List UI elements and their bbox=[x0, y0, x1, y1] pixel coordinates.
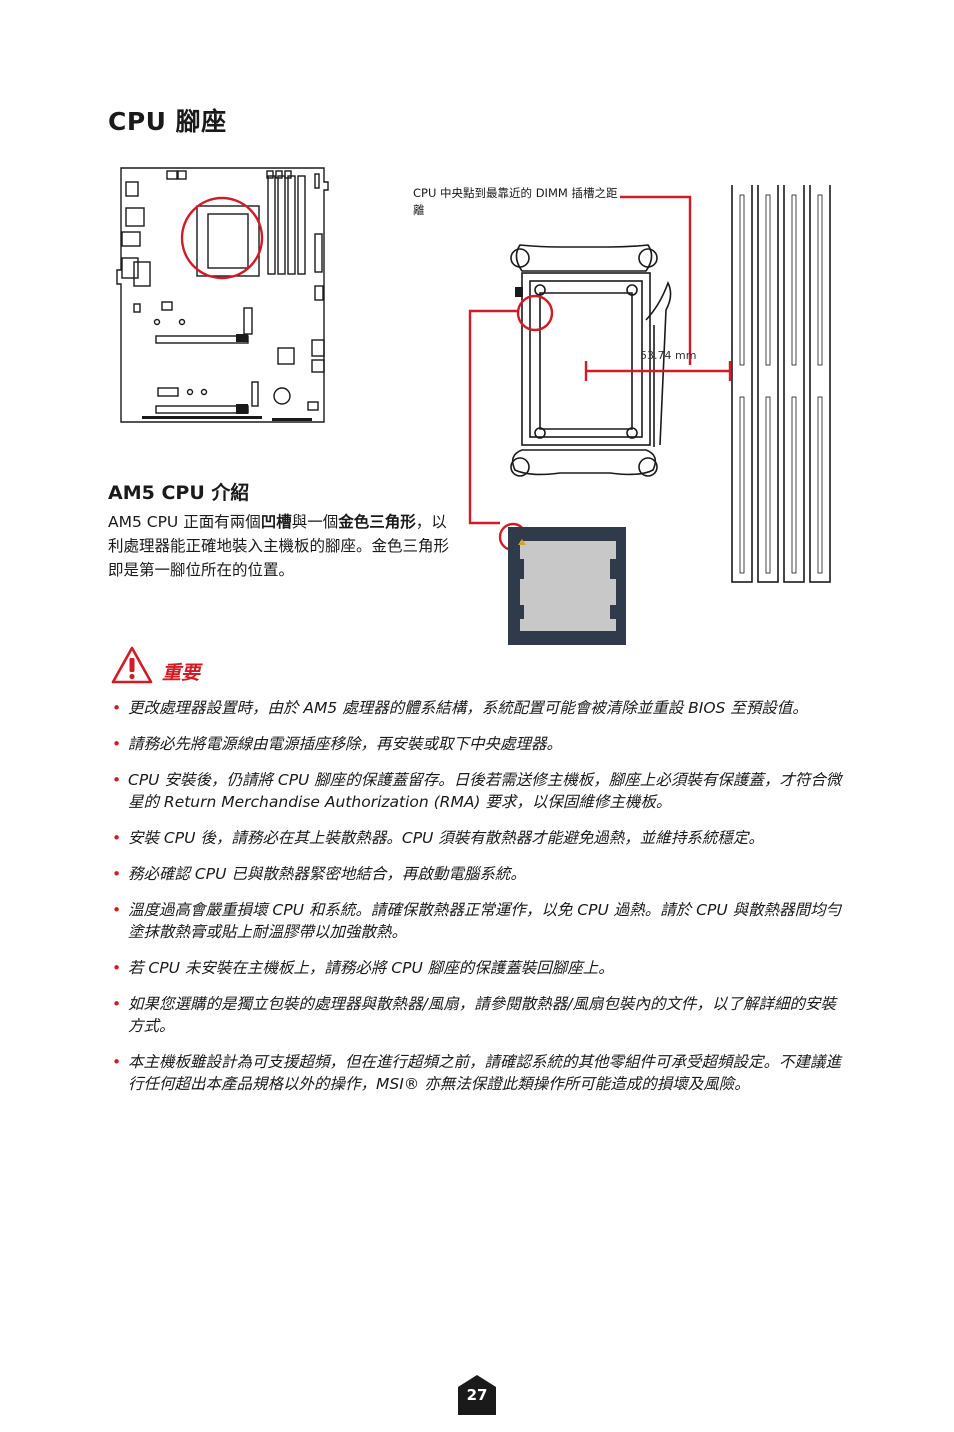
bullet-icon: • bbox=[112, 829, 122, 847]
list-item: • 本主機板雖設計為可支援超頻，但在進行超頻之前，請確認系統的其他零組件可承受超頻… bbox=[108, 1051, 848, 1095]
note-text: 請務必先將電源線由電源插座移除，再安裝或取下中央處理器。 bbox=[128, 735, 563, 753]
bullet-icon: • bbox=[112, 735, 122, 753]
note-text: 本主機板雖設計為可支援超頻，但在進行超頻之前，請確認系統的其他零組件可承受超頻設… bbox=[128, 1053, 842, 1093]
am5-description: AM5 CPU 正面有兩個凹槽與一個金色三角形，以利處理器能正確地裝入主機板的腳… bbox=[108, 510, 453, 582]
note-text: 務必確認 CPU 已與散熱器緊密地結合，再啟動電腦系統。 bbox=[128, 865, 526, 883]
am5-cpu-chip bbox=[508, 527, 626, 645]
bullet-icon: • bbox=[112, 995, 122, 1013]
distance-label: 53.74 mm bbox=[640, 349, 697, 362]
bullet-icon: • bbox=[112, 1053, 122, 1071]
am5-body-text-1: AM5 CPU 正面有兩個 bbox=[108, 513, 261, 531]
important-notes-list: • 更改處理器設置時，由於 AM5 處理器的體系結構，系統配置可能會被清除並重設 … bbox=[108, 697, 848, 1109]
note-text: 若 CPU 未安裝在主機板上，請務必將 CPU 腳座的保護蓋裝回腳座上。 bbox=[128, 959, 614, 977]
list-item: • 安裝 CPU 後，請務必在其上裝散熱器。CPU 須裝有散熱器才能避免過熱，並維… bbox=[108, 827, 848, 849]
dimm-leader-line bbox=[620, 195, 692, 365]
note-text: 安裝 CPU 後，請務必在其上裝散熱器。CPU 須裝有散熱器才能避免過熱，並維持… bbox=[128, 829, 764, 847]
am5-body-bold-triangle: 金色三角形 bbox=[338, 513, 416, 531]
list-item: • 如果您選購的是獨立包裝的處理器與散熱器/風扇，請參閱散熱器/風扇包裝內的文件，… bbox=[108, 993, 848, 1037]
page-title: CPU 腳座 bbox=[108, 107, 227, 136]
bullet-icon: • bbox=[112, 959, 122, 977]
note-text: 如果您選購的是獨立包裝的處理器與散熱器/風扇，請參閱散熱器/風扇包裝內的文件，以… bbox=[128, 995, 836, 1035]
list-item: • 更改處理器設置時，由於 AM5 處理器的體系結構，系統配置可能會被清除並重設 … bbox=[108, 697, 848, 719]
cpu-socket-highlight bbox=[180, 196, 264, 280]
page-number: 27 bbox=[466, 1386, 488, 1404]
list-item: • 請務必先將電源線由電源插座移除，再安裝或取下中央處理器。 bbox=[108, 733, 848, 755]
dimm-distance-caption: CPU 中央點到最靠近的 DIMM 插槽之距離 bbox=[413, 186, 618, 217]
list-item: • 若 CPU 未安裝在主機板上，請務必將 CPU 腳座的保護蓋裝回腳座上。 bbox=[108, 957, 848, 979]
page-number-badge: 27 bbox=[458, 1375, 496, 1415]
bullet-icon: • bbox=[112, 771, 122, 789]
motherboard-diagram bbox=[116, 167, 329, 423]
page-badge-shape bbox=[458, 1375, 496, 1415]
bullet-icon: • bbox=[112, 901, 122, 919]
am5-body-text-3: ，以利處理器能正確地裝入主機板的腳座。金色三角形即是第一腳位所在的位置。 bbox=[108, 513, 450, 579]
am5-body-text-2: 與一個 bbox=[291, 513, 339, 531]
warning-triangle-icon bbox=[111, 646, 153, 684]
list-item: • CPU 安裝後，仍請將 CPU 腳座的保護蓋留存。日後若需送修主機板，腳座上必… bbox=[108, 769, 848, 813]
bullet-icon: • bbox=[112, 865, 122, 883]
cpu-socket-diagram bbox=[468, 185, 831, 645]
am5-body-bold-notches: 凹槽 bbox=[260, 513, 292, 531]
important-heading: 重要 bbox=[162, 662, 201, 684]
note-text: CPU 安裝後，仍請將 CPU 腳座的保護蓋留存。日後若需送修主機板，腳座上必須… bbox=[128, 771, 842, 811]
note-text: 溫度過高會嚴重損壞 CPU 和系統。請確保散熱器正常運作，以免 CPU 過熱。請… bbox=[128, 901, 842, 941]
list-item: • 溫度過高會嚴重損壞 CPU 和系統。請確保散熱器正常運作，以免 CPU 過熱。… bbox=[108, 899, 848, 943]
note-text: 更改處理器設置時，由於 AM5 處理器的體系結構，系統配置可能會被清除並重設 B… bbox=[128, 699, 808, 717]
bullet-icon: • bbox=[112, 699, 122, 717]
am5-heading: AM5 CPU 介紹 bbox=[108, 482, 250, 504]
list-item: • 務必確認 CPU 已與散熱器緊密地結合，再啟動電腦系統。 bbox=[108, 863, 848, 885]
